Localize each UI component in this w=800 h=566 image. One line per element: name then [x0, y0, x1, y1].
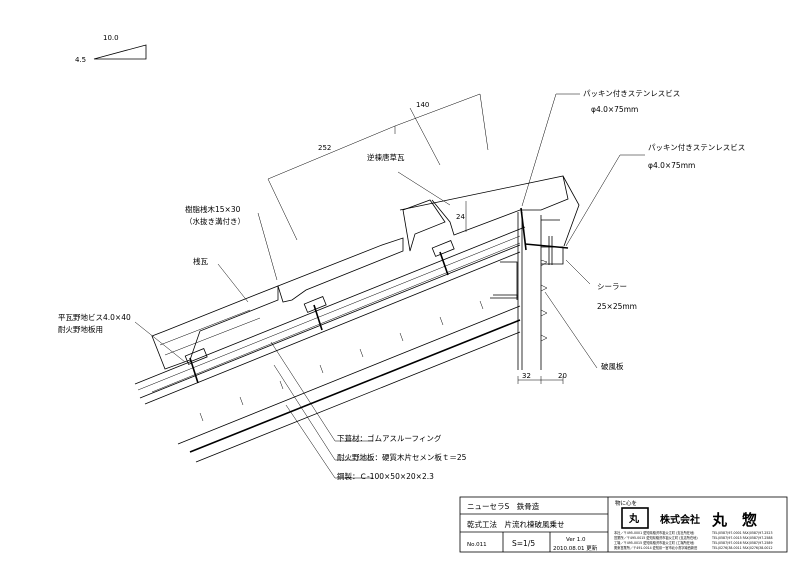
- tile-1: [151, 285, 279, 370]
- tb-motto: 物に心を: [615, 499, 637, 507]
- dimension-lines: 140 252 24 32 20: [267, 93, 567, 384]
- label-batten-1: 樹脂桟木15×30: [185, 204, 241, 214]
- tb-date: 2010.08.01 更新: [553, 544, 598, 552]
- tile-3: [402, 199, 446, 252]
- label-board: 耐火野地板：硬質木片セメン板ｔ＝25: [337, 452, 467, 462]
- label-screw-top: パッキン付きステンレスビス: [583, 88, 680, 98]
- slope-run-label: 10.0: [103, 34, 119, 42]
- label-screw-side: パッキン付きステンレスビス: [648, 142, 745, 152]
- tb-contact-3: 関東営業所／〒491-0014 愛知県一宮市北小渕字南西新田: [614, 545, 697, 550]
- ridge-tile: [399, 175, 569, 236]
- label-sealer: シーラー: [597, 282, 627, 291]
- label-steel: 鋼製：Ｃ-100×50×20×2.3: [337, 471, 434, 481]
- annotations: パッキン付きステンレスビス φ4.0×75mm パッキン付きステンレスビス φ4…: [58, 88, 745, 481]
- slope-rise-label: 4.5: [75, 56, 86, 64]
- tb-company-name: 丸 惣: [711, 511, 757, 529]
- tb-scale: S=1/5: [512, 539, 535, 548]
- dim-32: 32: [522, 372, 531, 380]
- seal-char: 丸: [628, 512, 640, 525]
- screws: [189, 207, 569, 384]
- tb-company-prefix: 株式会社: [660, 513, 700, 526]
- dim-252: 252: [318, 144, 331, 152]
- tb-tel-0: TEL(0587)97-0001 FAX(0587)97-2523: [711, 531, 773, 535]
- dim-20: 20: [558, 372, 567, 380]
- fascia-assembly: [490, 212, 564, 370]
- tb-tel-1: TEL(0587)97-0015 FAX(0587)97-2588: [711, 536, 773, 540]
- slope-indicator: 10.0 4.5: [75, 34, 147, 64]
- label-hiragawara-1: 平瓦野地ビス4.0×40: [58, 312, 131, 322]
- tile-2: [277, 237, 404, 303]
- tb-version: Ver 1.0: [566, 537, 586, 543]
- roof-deck: [134, 226, 526, 463]
- tb-contact-1: 営業所／〒495-0015 愛知県稲沢市祖父江町 (支店所在地): [614, 535, 698, 540]
- tb-contact-2: 工場／〒495-0015 愛知県稲沢市祖父江町 (工場所在地): [614, 540, 694, 545]
- label-hiragawara-2: 耐火野地板用: [58, 324, 103, 334]
- tb-number: No.011: [467, 542, 487, 548]
- roof-tiles: [151, 175, 580, 370]
- tb-method: 乾式工法 片流れ棟破風乗せ: [467, 519, 565, 529]
- label-gyakumune: 逆棟唐草瓦: [367, 152, 405, 162]
- tb-contact-0: 本社／〒495-0001 愛知県稲沢市祖父江町 (支社所在地): [614, 530, 694, 535]
- label-sealer-size: 25×25mm: [597, 302, 637, 311]
- label-hafu: 破風板: [601, 361, 624, 371]
- ridge-edge: [562, 175, 580, 247]
- battens: [184, 240, 455, 365]
- dim-24: 24: [456, 213, 465, 221]
- title-block: ニューセラS 鉄骨造 乾式工法 片流れ棟破風乗せ No.011 S=1/5 Ve…: [459, 496, 788, 553]
- label-underlay: 下葺材：ゴムアスルーフィング: [337, 433, 442, 443]
- dim-140: 140: [416, 101, 429, 109]
- tb-tel-3: TEL(0276)38-0011 FAX(0276)38-0012: [711, 546, 773, 550]
- tb-product: ニューセラS 鉄骨造: [467, 501, 540, 511]
- company-seal: [621, 507, 649, 529]
- tb-tel-2: TEL(0587)97-0016 FAX(0587)97-2589: [711, 541, 773, 545]
- label-sangawara: 桟瓦: [193, 256, 208, 266]
- label-screw-top-size: φ4.0×75mm: [591, 105, 638, 114]
- leader-lines: [134, 93, 645, 479]
- label-batten-2: （水抜き溝付き）: [185, 216, 245, 226]
- label-screw-side-size: φ4.0×75mm: [648, 161, 695, 170]
